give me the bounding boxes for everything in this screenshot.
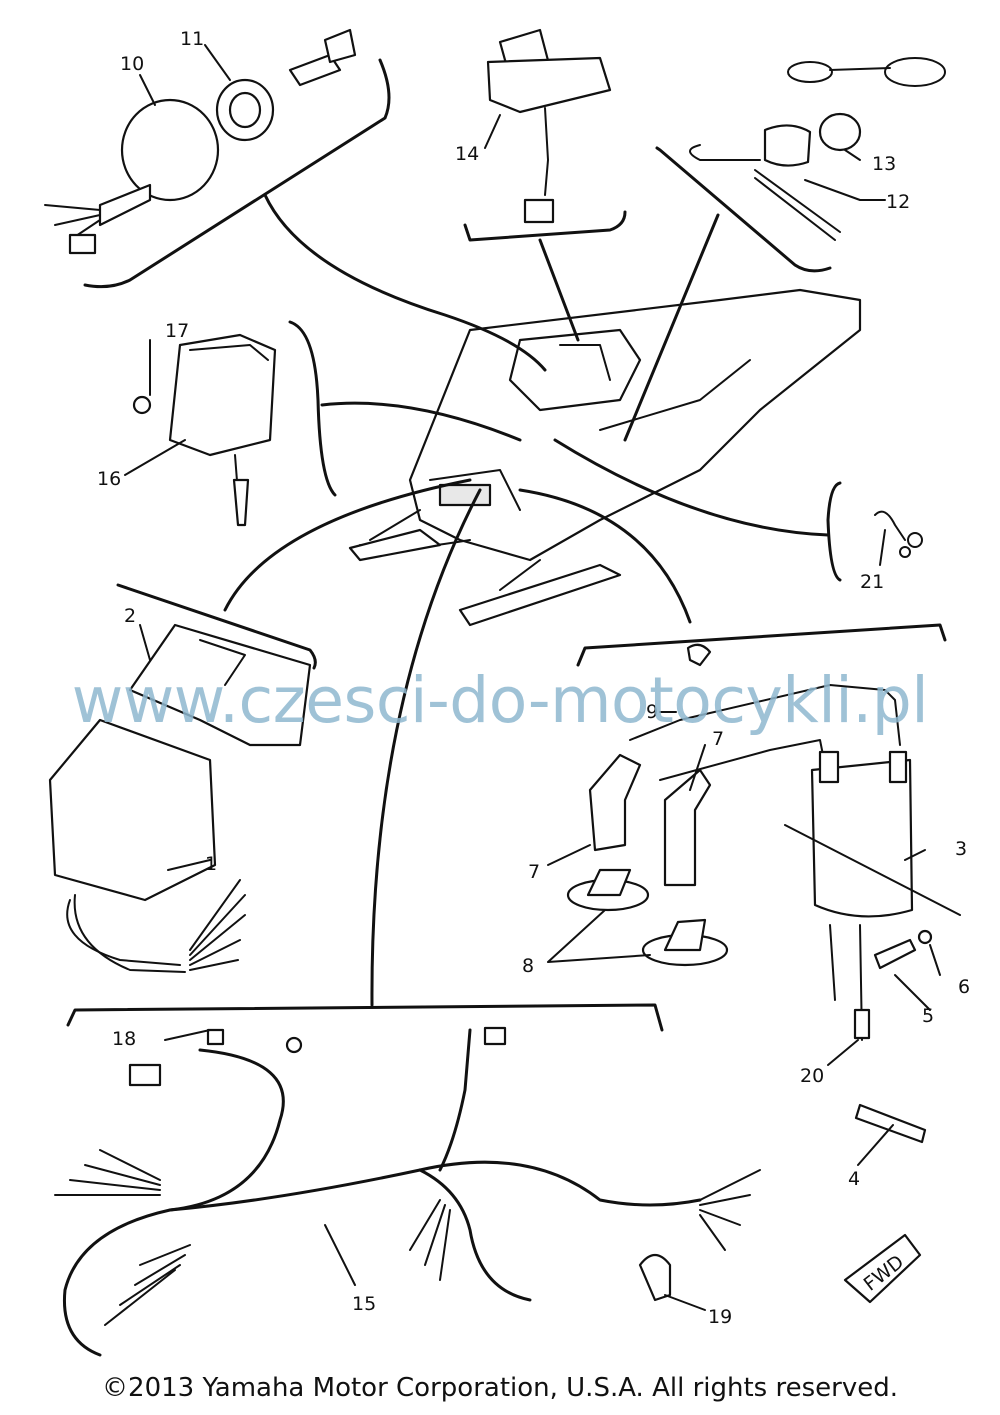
callout-11: 11 — [180, 28, 204, 50]
callout-21: 21 — [860, 571, 884, 593]
callout-3: 3 — [955, 838, 967, 860]
part-16-17-regulator — [132, 333, 277, 527]
part-19-clamp — [638, 1253, 672, 1302]
callout-6: 6 — [958, 976, 970, 998]
copyright-notice: ©2013 Yamaha Motor Corporation, U.S.A. A… — [102, 1373, 898, 1403]
callout-lines — [124, 44, 941, 1311]
part-21-clamp — [874, 510, 923, 558]
callout-18: 18 — [112, 1028, 136, 1050]
group-brackets — [66, 58, 947, 1032]
part-12-13-cable-switch — [689, 57, 946, 241]
callout-17: 17 — [165, 320, 189, 342]
callout-7b: 7 — [528, 861, 540, 883]
part-10-main-switch — [44, 28, 357, 255]
callout-15: 15 — [352, 1293, 376, 1315]
watermark: www.czesci-do-motocykli.pl — [71, 664, 929, 737]
callout-numbers: 10 11 14 13 12 17 16 21 2 9 7 3 1 7 8 6 … — [97, 28, 970, 1328]
callout-13: 13 — [872, 153, 896, 175]
callout-19: 19 — [708, 1306, 732, 1328]
callout-4: 4 — [848, 1168, 860, 1190]
part-14-relay — [486, 28, 612, 224]
callout-12: 12 — [886, 191, 910, 213]
callout-2: 2 — [124, 605, 136, 627]
leader-lines — [223, 193, 830, 1007]
callout-1: 1 — [205, 853, 217, 875]
part-1-2-cdi-unit — [48, 623, 312, 973]
part-4-tool — [854, 1103, 927, 1144]
callout-10: 10 — [120, 53, 144, 75]
callout-20: 20 — [800, 1065, 824, 1087]
part-3-7-8-9-ignition-coil — [566, 643, 961, 1041]
callout-14: 14 — [455, 143, 479, 165]
callout-8: 8 — [522, 955, 534, 977]
callout-7a: 7 — [712, 728, 724, 750]
fwd-arrow-icon: FWD — [843, 1233, 922, 1304]
snowmobile-illustration — [348, 288, 862, 627]
callout-16: 16 — [97, 468, 121, 490]
callout-9: 9 — [646, 701, 658, 723]
part-15-wire-harness — [54, 1026, 761, 1357]
callout-5: 5 — [922, 1005, 934, 1027]
